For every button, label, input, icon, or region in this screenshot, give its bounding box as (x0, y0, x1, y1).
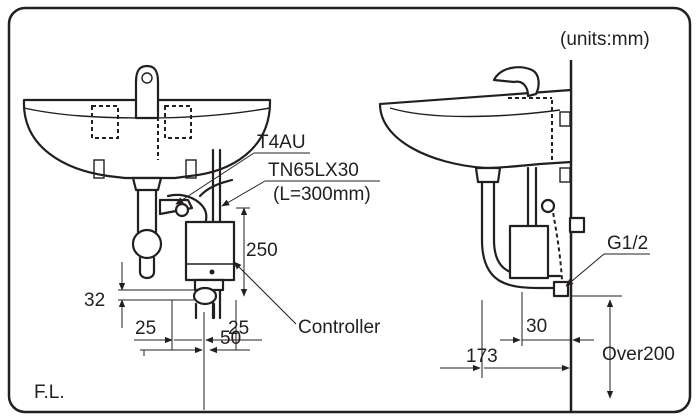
dim-spacing: 50 (220, 328, 241, 349)
dim-right-offset: 25 (228, 318, 249, 339)
dim-floor-clearance: Over200 (602, 344, 675, 365)
side-controller (508, 224, 550, 280)
dim-wall-to-trap: 30 (526, 316, 547, 337)
hose-model-label: TN65LX30 (268, 160, 359, 181)
side-faucet (492, 66, 540, 98)
thread-label: G1/2 (607, 233, 648, 254)
dim-wall-to-drain: 173 (466, 346, 498, 367)
front-basin (22, 98, 272, 180)
dim-controller-height: 250 (246, 240, 278, 261)
dim-trap-offset: 32 (84, 290, 105, 311)
floor-label: F.L. (34, 382, 65, 403)
faucet-model-label: T4AU (257, 132, 306, 153)
side-view (378, 60, 586, 412)
side-trap (480, 238, 562, 290)
controller-label: Controller (298, 317, 381, 338)
dim-left-offset: 25 (135, 318, 156, 339)
front-view (22, 64, 272, 320)
front-faucet (134, 64, 160, 120)
front-trap (131, 176, 163, 192)
frame-border (7, 6, 692, 414)
side-basin (378, 88, 573, 170)
hose-length-label: (L=300mm) (273, 184, 371, 205)
units-note: (units:mm) (560, 29, 650, 50)
